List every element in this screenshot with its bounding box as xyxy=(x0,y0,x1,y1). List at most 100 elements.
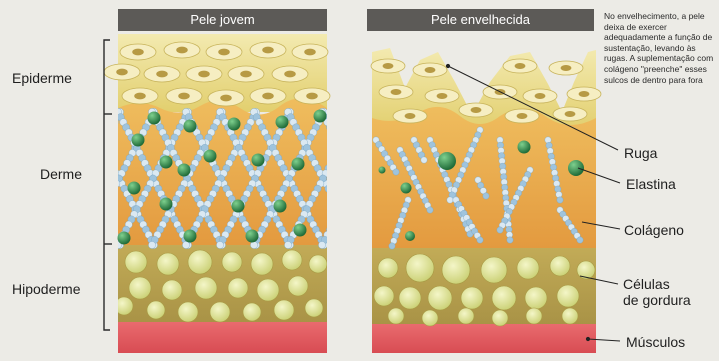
fat-cell-icon xyxy=(492,286,516,310)
elastina-label: Elastina xyxy=(626,176,676,192)
elastin-sphere-icon xyxy=(132,134,145,147)
aged-muscle xyxy=(372,324,596,353)
bracket-main xyxy=(104,40,110,330)
skin-cell-icon xyxy=(208,90,244,106)
hipoderme-label: Hipoderme xyxy=(12,281,80,297)
fat-cell-icon xyxy=(251,253,273,275)
fat-cell-icon xyxy=(274,300,294,320)
skin-cell-icon xyxy=(379,85,413,99)
elastin-sphere-icon xyxy=(184,120,197,133)
fat-cell-icon xyxy=(188,250,212,274)
elastin-sphere-icon xyxy=(379,167,386,174)
skin-cell-icon xyxy=(292,44,328,60)
colageno-label: Colágeno xyxy=(624,222,684,238)
skin-cell-icon xyxy=(250,42,286,58)
elastin-sphere-icon xyxy=(274,200,287,213)
skin-cell-icon xyxy=(294,88,330,104)
young-muscle xyxy=(118,322,327,353)
aged-epidermal-cells xyxy=(371,59,601,123)
fat-cell-icon xyxy=(378,258,398,278)
fat-cell-icon xyxy=(517,257,539,279)
fat-cell-icon xyxy=(481,257,507,283)
fat-cell-icon xyxy=(178,302,198,322)
elastin-sphere-icon xyxy=(438,152,456,170)
elastin-sphere-icon xyxy=(128,182,141,195)
aging-note: No envelhecimento, a pele deixa de exerc… xyxy=(604,11,716,85)
skin-cell-icon xyxy=(503,59,537,73)
aged-skin-title: Pele envelhecida xyxy=(367,9,594,31)
fat-cell-icon xyxy=(442,256,470,284)
elastin-sphere-icon xyxy=(276,116,289,129)
fat-cell-icon xyxy=(282,250,302,270)
elastin-sphere-icon xyxy=(184,230,197,243)
skin-cell-icon xyxy=(459,103,493,117)
elastin-sphere-icon xyxy=(568,160,584,176)
skin-cell-icon xyxy=(186,66,222,82)
skin-cell-icon xyxy=(413,63,447,77)
fat-cell-icon xyxy=(406,254,434,282)
fat-cell-icon xyxy=(162,280,182,300)
fat-cell-icon xyxy=(228,278,248,298)
skin-cell-icon xyxy=(164,42,200,58)
skin-cell-icon xyxy=(272,66,308,82)
skin-cell-icon xyxy=(166,88,202,104)
fat-cell-icon xyxy=(288,276,308,296)
skin-cell-icon xyxy=(228,66,264,82)
aged-dermis xyxy=(372,107,596,248)
ruga-label: Ruga xyxy=(624,145,657,161)
musculos-leader-dot xyxy=(586,337,589,340)
fat-cell-icon xyxy=(125,251,147,273)
fat-cell-icon xyxy=(422,310,438,326)
skin-cell-icon xyxy=(104,64,140,80)
fat-cell-icon xyxy=(526,308,542,324)
elastin-sphere-icon xyxy=(232,200,245,213)
young-skin-title: Pele jovem xyxy=(118,9,327,31)
skin-cell-icon xyxy=(371,59,405,73)
fat-cell-icon xyxy=(222,252,242,272)
fat-cell-icon xyxy=(374,286,394,306)
skin-cell-icon xyxy=(549,61,583,75)
fat-cell-icon xyxy=(550,256,570,276)
fat-cell-icon xyxy=(115,297,133,315)
fat-cell-icon xyxy=(492,310,508,326)
fat-cell-icon xyxy=(399,287,421,309)
celulas-label-line1: Células xyxy=(623,276,691,292)
elastin-sphere-icon xyxy=(160,156,173,169)
elastin-sphere-icon xyxy=(118,232,131,245)
skin-cell-icon xyxy=(553,107,587,121)
fat-cell-icon xyxy=(525,287,547,309)
aged-skin-panel xyxy=(371,48,601,353)
skin-cell-icon xyxy=(122,88,158,104)
fat-cell-icon xyxy=(557,285,579,307)
celulas-label-line2: de gordura xyxy=(623,292,691,308)
fat-cell-icon xyxy=(243,303,261,321)
celulas-label: Células de gordura xyxy=(623,276,691,308)
elastin-sphere-icon xyxy=(401,183,412,194)
skin-cell-icon xyxy=(393,109,427,123)
ruga-leader-dot xyxy=(446,64,449,67)
elastin-sphere-icon xyxy=(246,230,259,243)
musculos-label: Músculos xyxy=(626,334,685,350)
elastin-sphere-icon xyxy=(160,198,173,211)
fat-cell-icon xyxy=(388,308,404,324)
fat-cell-icon xyxy=(309,255,327,273)
young-epidermal-cells xyxy=(104,42,330,106)
elastin-sphere-icon xyxy=(294,224,307,237)
derme-label: Derme xyxy=(40,166,82,182)
elastin-sphere-icon xyxy=(292,158,305,171)
elastin-sphere-icon xyxy=(252,154,265,167)
skin-cell-icon xyxy=(505,109,539,123)
elastin-sphere-icon xyxy=(228,118,241,131)
skin-cell-icon xyxy=(250,88,286,104)
elastin-sphere-icon xyxy=(518,141,531,154)
skin-cell-icon xyxy=(144,66,180,82)
fat-cell-icon xyxy=(461,287,483,309)
skin-cell-icon xyxy=(567,87,601,101)
young-skin-panel xyxy=(46,34,395,353)
elastin-sphere-icon xyxy=(204,150,217,163)
fat-cell-icon xyxy=(147,301,165,319)
fat-cell-icon xyxy=(428,286,452,310)
skin-cell-icon xyxy=(425,89,459,103)
fat-cell-icon xyxy=(305,299,323,317)
